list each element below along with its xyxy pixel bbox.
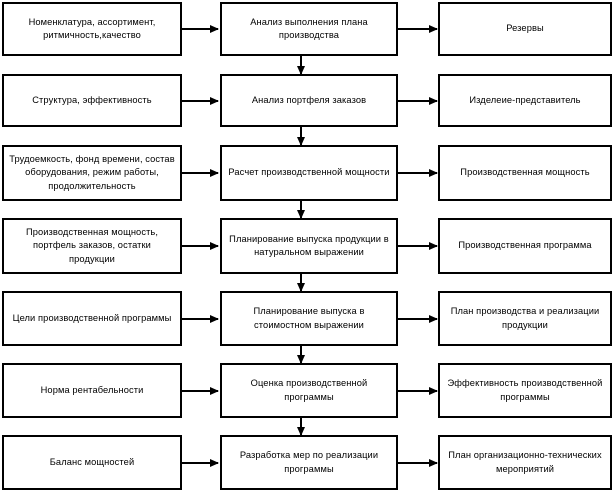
- arrow-input-to-process-row-7: [182, 458, 219, 467]
- arrow-process-to-output-row-2: [398, 96, 438, 105]
- output-box-row-6: Эффективность производственной программы: [438, 363, 612, 418]
- process-box-row-7-label: Разработка мер по реализации программы: [239, 450, 379, 474]
- arrow-process-to-output-row-7: [398, 458, 438, 467]
- process-box-row-3: Расчет производственной мощности: [220, 145, 398, 201]
- arrow-input-to-process-row-1: [182, 24, 219, 33]
- arrow-input-to-process-row-4: [182, 241, 219, 250]
- process-box-row-1-label: Анализ выполнения плана производства: [250, 16, 368, 40]
- arrow-process-to-output-row-6: [398, 386, 438, 395]
- output-box-row-4-label: Производственная программа: [458, 240, 592, 251]
- input-box-row-5-label: Цели производственной программы: [12, 312, 172, 323]
- input-box-row-5: Цели производственной программы: [2, 291, 182, 346]
- process-box-row-6-label: Оценка производственной программы: [250, 378, 368, 402]
- arrow-input-to-process-row-6: [182, 386, 219, 395]
- input-box-row-3: Трудоемкость, фонд времени, состав обору…: [2, 145, 182, 201]
- input-box-row-1-label: Номенклатура, ассортимент, ритмичность,к…: [28, 16, 156, 40]
- output-box-row-6-label: Эффективность производственной программы: [447, 378, 603, 402]
- arrow-process-row-4-to-row-5: [296, 274, 305, 292]
- output-box-row-2: Изделеие-представитель: [438, 74, 612, 127]
- arrow-process-to-output-row-1: [398, 24, 438, 33]
- arrow-process-to-output-row-5: [398, 314, 438, 323]
- process-box-row-2: Анализ портфеля заказов: [220, 74, 398, 127]
- process-box-row-5: Планирование выпуска в стоимостном выраж…: [220, 291, 398, 346]
- input-box-row-1: Номенклатура, ассортимент, ритмичность,к…: [2, 2, 182, 56]
- output-box-row-7: План организационно-технических мероприя…: [438, 435, 612, 490]
- arrow-input-to-process-row-5: [182, 314, 219, 323]
- process-box-row-4: Планирование выпуска продукции в натурал…: [220, 218, 398, 274]
- input-box-row-4-label: Производственная мощность, портфель зака…: [25, 227, 159, 264]
- output-box-row-3: Производственная мощность: [438, 145, 612, 201]
- process-box-row-1: Анализ выполнения плана производства: [220, 2, 398, 56]
- process-box-row-5-label: Планирование выпуска в стоимостном выраж…: [253, 306, 365, 330]
- input-box-row-6-label: Норма рентабельности: [40, 384, 144, 395]
- arrow-process-to-output-row-3: [398, 168, 438, 177]
- arrow-input-to-process-row-2: [182, 96, 219, 105]
- input-box-row-7-label: Баланс мощностей: [49, 456, 135, 467]
- input-box-row-7: Баланс мощностей: [2, 435, 182, 490]
- output-box-row-3-label: Производственная мощность: [460, 167, 590, 178]
- input-box-row-4: Производственная мощность, портфель зака…: [2, 218, 182, 274]
- arrow-input-to-process-row-3: [182, 168, 219, 177]
- input-box-row-3-label: Трудоемкость, фонд времени, состав обору…: [9, 154, 175, 191]
- output-box-row-4: Производственная программа: [438, 218, 612, 274]
- input-box-row-2-label: Структура, эффективность: [32, 94, 152, 105]
- input-box-row-6: Норма рентабельности: [2, 363, 182, 418]
- arrow-process-row-2-to-row-3: [296, 127, 305, 146]
- output-box-row-5: План производства и реализации продукции: [438, 291, 612, 346]
- arrow-process-to-output-row-4: [398, 241, 438, 250]
- output-box-row-2-label: Изделеие-представитель: [469, 94, 581, 105]
- process-box-row-4-label: Планирование выпуска продукции в натурал…: [229, 233, 389, 257]
- output-box-row-5-label: План производства и реализации продукции: [450, 306, 600, 330]
- arrow-process-row-1-to-row-2: [296, 56, 305, 75]
- process-box-row-6: Оценка производственной программы: [220, 363, 398, 418]
- process-box-row-7: Разработка мер по реализации программы: [220, 435, 398, 490]
- output-box-row-1: Резервы: [438, 2, 612, 56]
- arrow-process-row-6-to-row-7: [296, 418, 305, 436]
- output-box-row-7-label: План организационно-технических мероприя…: [448, 450, 602, 474]
- arrow-process-row-5-to-row-6: [296, 346, 305, 364]
- process-box-row-3-label: Расчет производственной мощности: [228, 167, 390, 178]
- arrow-process-row-3-to-row-4: [296, 201, 305, 219]
- input-box-row-2: Структура, эффективность: [2, 74, 182, 127]
- process-box-row-2-label: Анализ портфеля заказов: [251, 94, 367, 105]
- output-box-row-1-label: Резервы: [506, 23, 544, 34]
